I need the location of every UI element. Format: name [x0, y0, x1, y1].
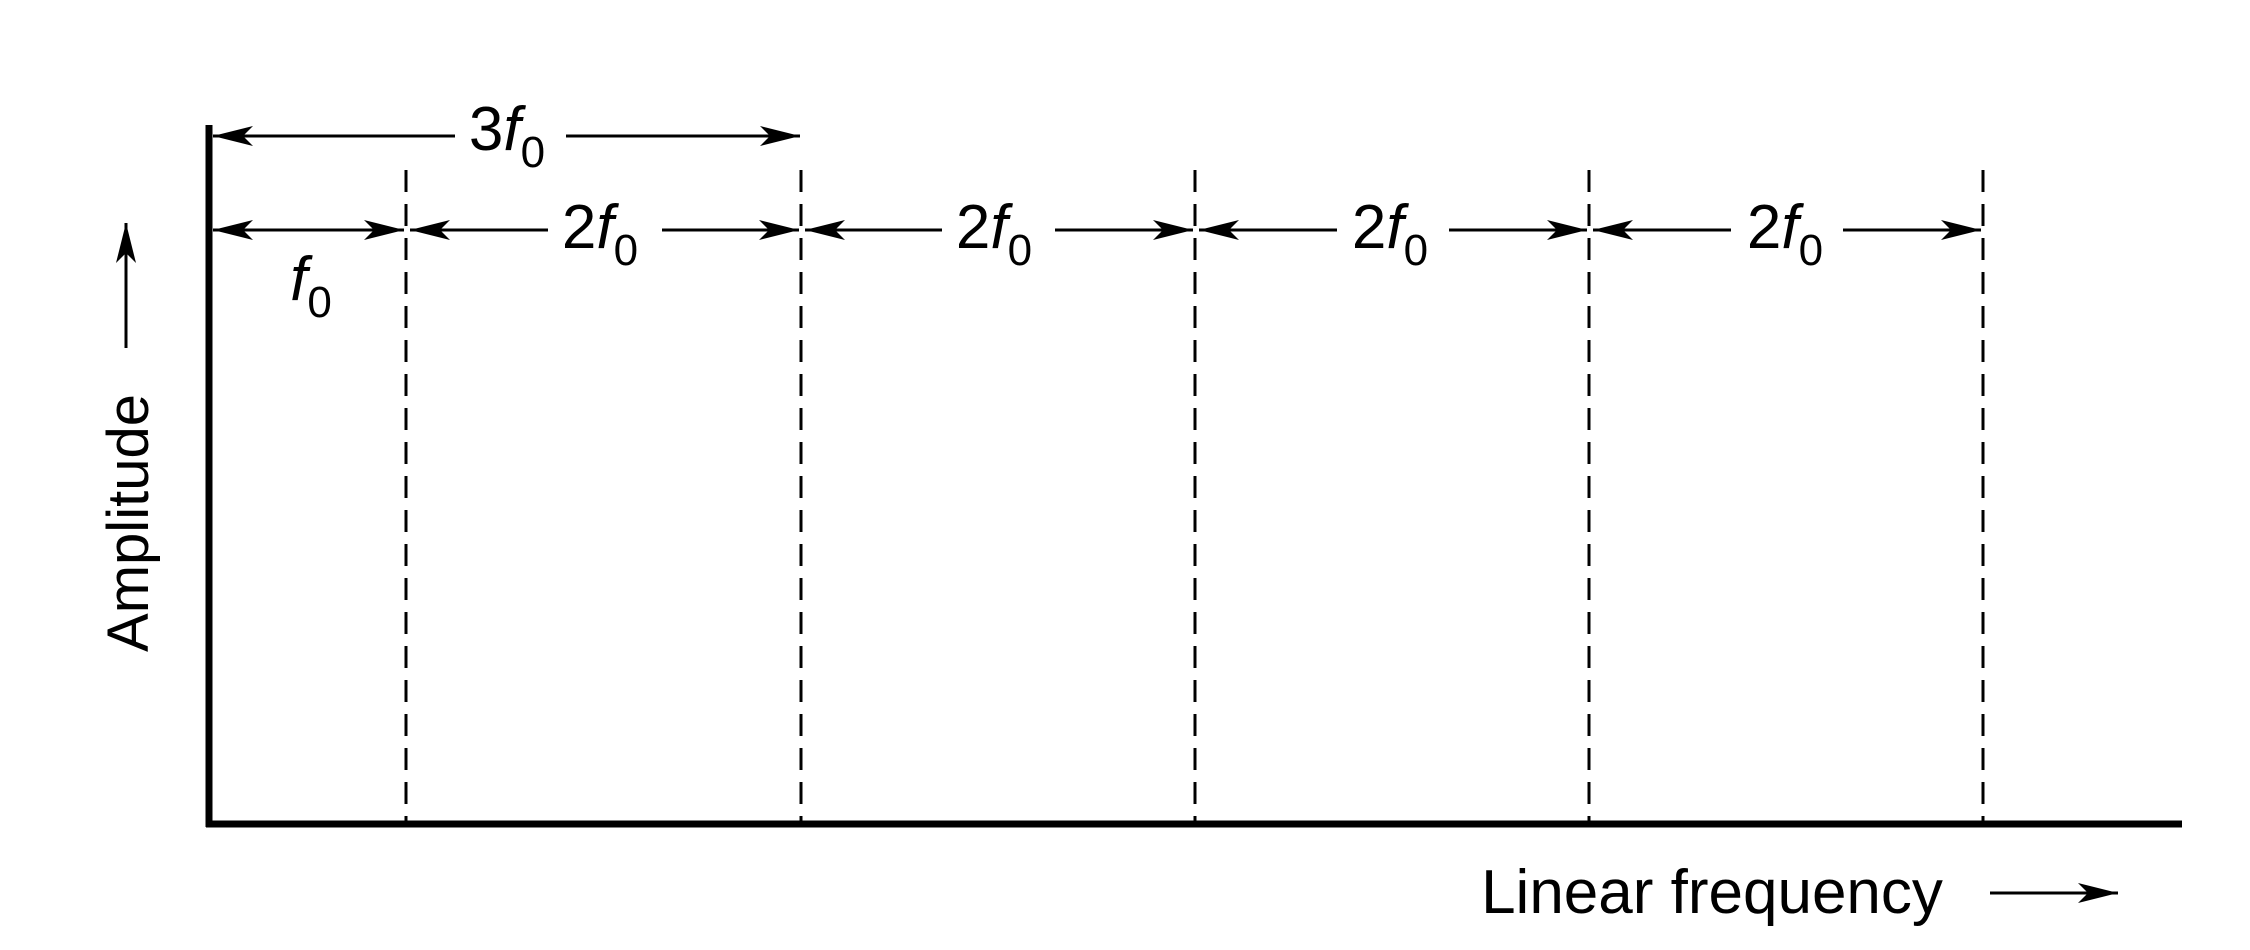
dimension-label-3f0: 3f0: [469, 95, 545, 177]
dimension-label-2f0: 2f0: [562, 193, 638, 275]
dimension-label-2f0: 2f0: [1352, 193, 1428, 275]
coefficient: 3: [469, 95, 503, 164]
dimension-label-f0: f0: [290, 245, 332, 327]
subscript: 0: [1799, 226, 1823, 275]
coefficient: 2: [562, 193, 596, 262]
coefficient: 2: [956, 193, 990, 262]
coefficient: 2: [1352, 193, 1386, 262]
subscript: 0: [1008, 226, 1032, 275]
subscript: 0: [521, 128, 545, 177]
coefficient: 2: [1747, 193, 1781, 262]
subscript: 0: [614, 226, 638, 275]
dimension-label-2f0: 2f0: [956, 193, 1032, 275]
y-axis-label: Amplitude: [96, 394, 161, 652]
subscript: 0: [1404, 226, 1428, 275]
dashed-lines: [404, 170, 1985, 822]
x-axis-label: Linear frequency: [1481, 858, 1943, 927]
subscript: 0: [307, 278, 331, 327]
dimension-label-2f0: 2f0: [1747, 193, 1823, 275]
